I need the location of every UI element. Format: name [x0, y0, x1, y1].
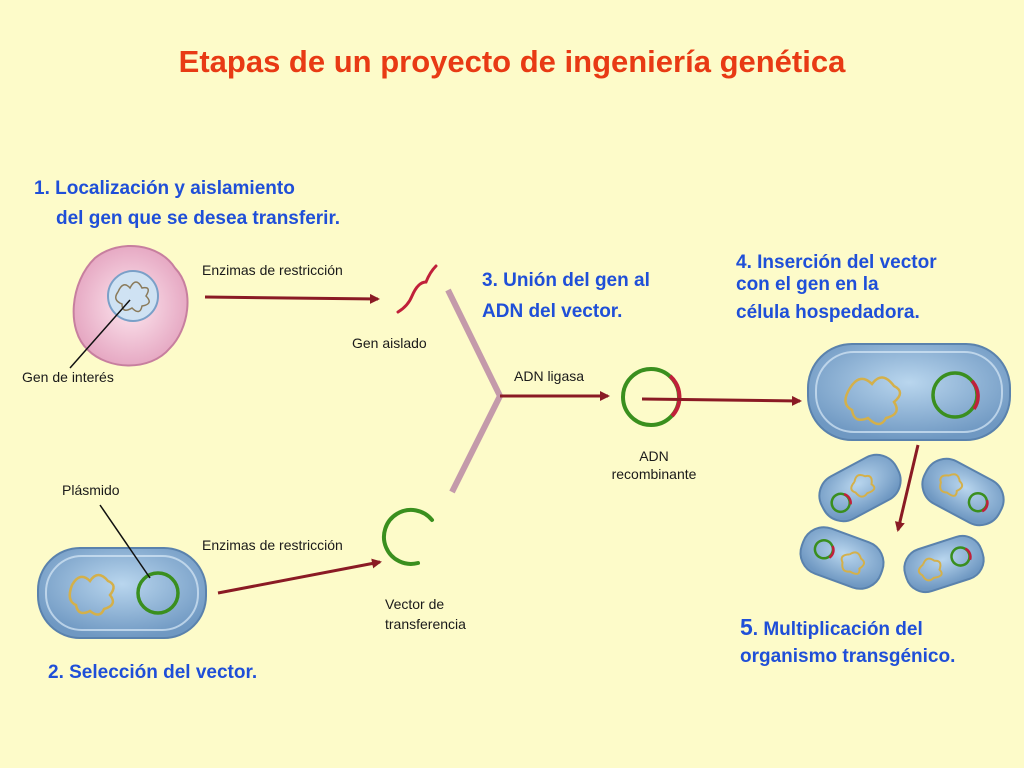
dna-coil — [115, 281, 150, 313]
step-1-line-2: del gen que se desea transferir. — [56, 208, 341, 229]
arrow-to-multiplication — [894, 444, 920, 532]
label-adn-ligasa: ADN ligasa — [514, 368, 585, 384]
transgenic-cell-2 — [921, 457, 1005, 527]
label-vector-transferencia: Vector de transferencia — [385, 594, 466, 634]
step-4-line-1: 4. Inserción del vector — [736, 252, 937, 273]
page-title: Etapas de un proyecto de ingeniería gené… — [178, 44, 846, 79]
gen-interes-pointer — [69, 299, 131, 369]
bacterial-chromosome — [68, 573, 115, 616]
plasmido-pointer — [99, 504, 151, 579]
step-4-line-3: célula hospedadora. — [736, 302, 920, 323]
host-cell — [807, 343, 1011, 441]
nucleus — [107, 270, 159, 322]
step-3-line-1: 3. Unión del gen al — [482, 270, 650, 291]
transgenic-cell-3 — [799, 526, 885, 590]
step-2: 2. Selección del vector. — [48, 662, 258, 683]
donor-cell — [72, 245, 189, 367]
step-5-line-1: 5. Multiplicación del — [740, 614, 923, 643]
label-adn-recombinante: ADN recombinante — [594, 447, 714, 483]
step-4-line-2: con el gen en la — [736, 274, 879, 295]
arrow-to-vector — [217, 558, 382, 595]
plasmid — [136, 571, 180, 615]
arrow-to-host-cell — [641, 395, 802, 406]
gen-aislado-strand — [396, 264, 438, 314]
adn-recombinante-ring — [621, 367, 682, 427]
joining-connector — [445, 288, 503, 494]
label-vector-line-1: Vector de — [385, 596, 445, 612]
arrow-to-gen-aislado — [204, 293, 380, 304]
label-enzimas-bottom: Enzimas de restricción — [202, 537, 343, 553]
label-vector-line-2: transferencia — [385, 616, 466, 632]
transgenic-cell-1 — [818, 453, 902, 523]
label-plasmido: Plásmido — [62, 482, 120, 498]
transgenic-cell-4 — [903, 534, 985, 594]
label-adn-line-2: recombinante — [611, 466, 697, 482]
label-gen-aislado: Gen aislado — [352, 335, 427, 351]
step-5-line-1-text: . Multiplicación del — [752, 619, 923, 640]
donor-bacterium — [37, 547, 207, 639]
step-5-number: 5 — [740, 614, 753, 640]
vector-transferencia-ring — [382, 507, 434, 566]
step-1-line-1: 1. Localización y aislamiento — [34, 178, 295, 199]
step-3-line-2: ADN del vector. — [482, 301, 623, 322]
label-gen-interes: Gen de interés — [22, 369, 114, 385]
label-adn-line-1: ADN — [639, 448, 669, 464]
step-5-line-2: organismo transgénico. — [740, 646, 956, 667]
label-enzimas-top: Enzimas de restricción — [202, 262, 343, 278]
